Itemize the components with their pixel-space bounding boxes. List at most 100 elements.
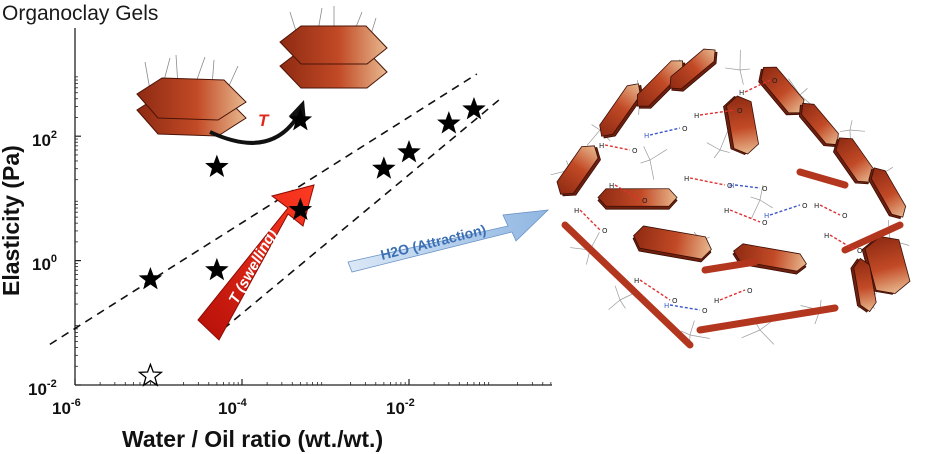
whisker-lines <box>144 6 377 91</box>
atom-label-o: O <box>642 197 648 205</box>
atom-label-h: H <box>644 132 649 140</box>
atom-label-h: H <box>574 207 579 215</box>
figure-title: Organoclay Gels <box>2 2 158 25</box>
atom-label-o: O <box>747 287 753 295</box>
atom-label-o: O <box>632 147 638 155</box>
edge-on-platelet <box>796 168 849 189</box>
data-point-filled-star <box>205 257 229 281</box>
clay-platelet <box>850 257 877 313</box>
network-platelets <box>556 48 911 349</box>
surfactant-chain <box>750 196 761 201</box>
atom-label-h: H <box>664 302 669 310</box>
hydrogen-bond-blue <box>649 127 681 136</box>
y-axis-title: Elasticity (Pa) <box>0 145 24 296</box>
atom-label-h: H <box>739 89 744 97</box>
data-point-filled-star <box>437 111 461 134</box>
data-points <box>137 97 486 387</box>
clay-platelet <box>669 48 718 92</box>
surfactant-chain <box>719 149 730 153</box>
atom-label-o: O <box>772 77 778 85</box>
atom-label-h: H <box>599 142 604 150</box>
inset-temperature-label: T <box>258 111 270 130</box>
atom-label-o: O <box>737 107 743 115</box>
surfactant-chain <box>619 299 626 309</box>
atom-label-o: O <box>842 212 848 220</box>
clay-platelet <box>597 188 678 210</box>
surfactant-chain <box>759 329 775 345</box>
surfactant-chain <box>741 329 761 339</box>
hydrogen-bond-red <box>579 209 601 231</box>
platelet-upper-layer <box>556 145 599 195</box>
surfactant-chain <box>759 320 773 331</box>
surfactant-chain <box>759 185 764 201</box>
atom-label-o: O <box>682 125 688 133</box>
surfactant-chain <box>739 69 744 85</box>
hydrogen-bond-blue <box>769 204 801 216</box>
platelet-upper-layer <box>633 225 712 260</box>
x-tick-label: 10-6 <box>52 397 81 418</box>
surfactant-chain <box>680 330 691 336</box>
data-point-filled-star <box>462 97 486 120</box>
platelet-upper-layer <box>853 257 877 313</box>
atom-label-h: H <box>694 112 699 120</box>
surfactant-chain <box>788 78 801 96</box>
atom-label-o: O <box>602 227 608 235</box>
edge-on-platelet <box>696 304 839 334</box>
x-tick-labels: 10-6 10-4 10-2 <box>52 397 415 418</box>
data-point-filled-star <box>205 154 229 177</box>
data-point-open-star <box>137 362 164 387</box>
platelet-upper-layer <box>726 95 759 155</box>
hydrogen-bond-red <box>639 279 671 301</box>
surfactant-chain <box>759 199 773 209</box>
surfactant-chain <box>586 129 601 146</box>
y-tick-label: 100 <box>32 253 57 274</box>
platelet-upper-layer <box>870 167 907 218</box>
h2o-arrow-shape <box>347 209 550 273</box>
h2o-arrow: H2O (Attraction) <box>347 209 550 273</box>
clay-platelet <box>732 243 807 275</box>
platelet-top-stack <box>136 77 247 121</box>
y-tick-labels: 10-2 100 102 <box>28 129 57 399</box>
platelet-upper-layer <box>669 48 716 90</box>
hydrogen-bond-red <box>729 209 761 223</box>
y-tick-label: 10-2 <box>28 378 57 399</box>
atom-label-h: H <box>724 207 729 215</box>
swelling-arrow-shape <box>197 184 315 341</box>
surfactant-chain <box>643 146 651 161</box>
surfactant-chain <box>706 142 721 151</box>
atom-label-h: H <box>684 175 689 183</box>
clay-platelet <box>861 236 911 295</box>
atom-label-h: H <box>714 297 719 305</box>
data-point-filled-star <box>138 266 163 290</box>
heating-curve-arrow <box>209 114 300 145</box>
inset-platelet-illustration: T <box>136 6 388 145</box>
hydrogen-bond-red <box>689 177 726 186</box>
data-point-filled-star <box>372 156 396 179</box>
atom-label-h: H <box>824 232 829 240</box>
atom-label-o: O <box>702 307 708 315</box>
surfactant-chain <box>739 68 750 71</box>
atom-label-h: H <box>729 182 734 190</box>
surfactant-chain <box>689 320 695 336</box>
edge-on-platelet <box>561 221 694 349</box>
surfactant-chain <box>799 88 808 96</box>
data-point-filled-star <box>288 107 313 131</box>
edge-on-platelet <box>701 258 759 274</box>
hydrogen-bond-red <box>819 204 841 216</box>
swelling-arrow-label: T (swelling) <box>226 227 281 307</box>
surfactant-chain <box>713 149 721 159</box>
surfactant-chain <box>849 120 853 131</box>
data-point-filled-star <box>397 139 421 163</box>
dashed-trend-line <box>222 96 503 330</box>
atom-label-o: O <box>857 247 863 255</box>
trend-lines <box>49 73 503 346</box>
x-tick-label: 10-2 <box>386 397 415 418</box>
clay-platelet <box>599 83 644 139</box>
platelet-upper-layer <box>599 83 641 137</box>
edge-on-platelet <box>841 221 904 254</box>
y-tick-label: 102 <box>32 129 57 150</box>
clay-platelet <box>833 137 875 185</box>
atom-label-o: O <box>802 202 808 210</box>
